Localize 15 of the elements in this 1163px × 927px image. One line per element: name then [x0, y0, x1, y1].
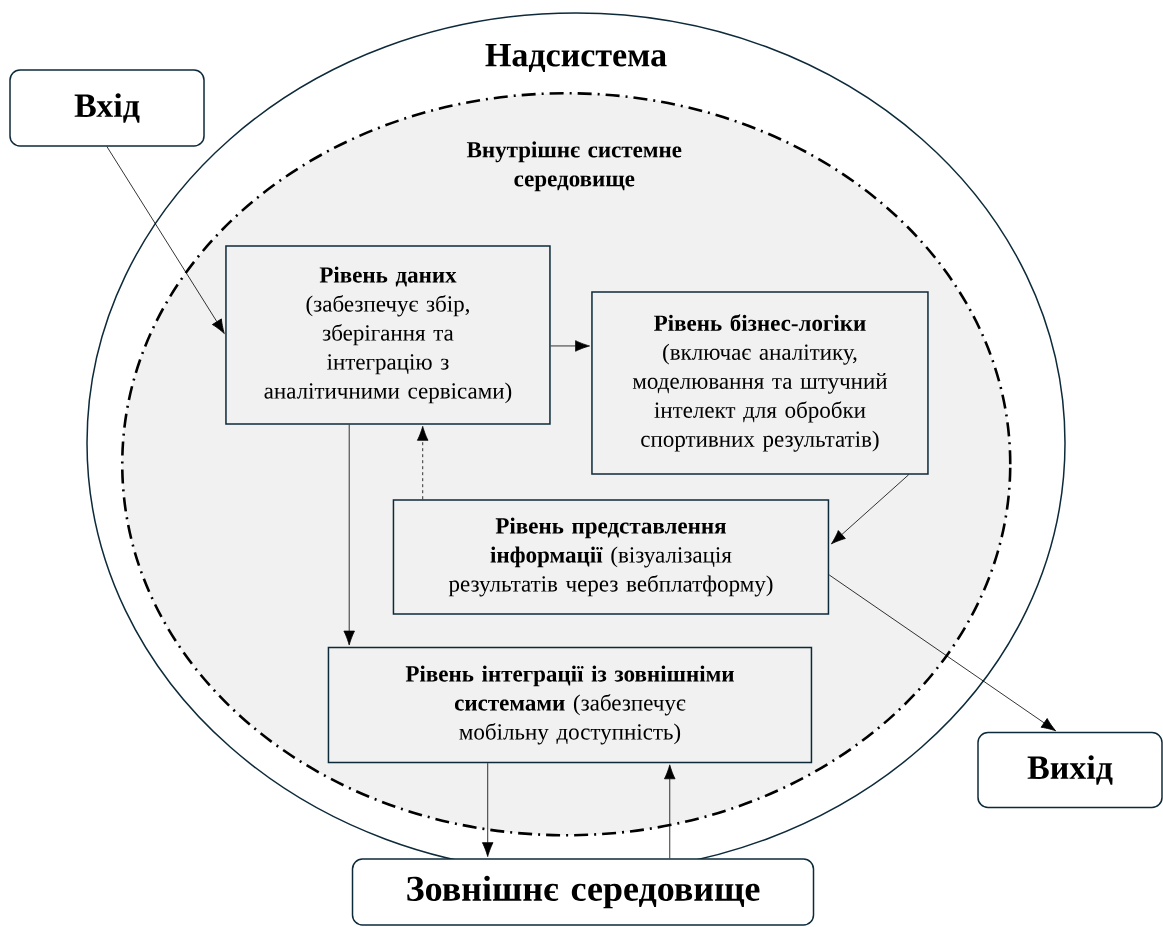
process-box: Рівень бізнес-логіки (включає аналітику, моделювання та штучний інтелект для обробки спортивних результатів): [591, 291, 929, 475]
arrow: [106, 146, 225, 334]
process-box: Рівень інтеграції із зовнішніми системами (забезпечує мобільну доступність): [327, 646, 813, 764]
arrow: [664, 764, 676, 859]
arrow: [831, 474, 910, 545]
rounded-box: Зовнішнє середовище: [351, 858, 815, 926]
process-box: Рівень даних (забезпечує збір, зберігання та інтеграцію з аналітичними сервісами): [225, 245, 551, 425]
arrow: [482, 762, 494, 857]
rounded-box: Вихід: [977, 731, 1163, 809]
arrow: [550, 340, 590, 352]
rounded-box: Вхід: [9, 69, 205, 147]
process-box: Рівень представлення інформації (візуалізація результатів через вебплатформу): [392, 499, 830, 615]
arrow: [417, 425, 429, 500]
arrow: [343, 424, 355, 646]
arrow: [828, 574, 1057, 732]
